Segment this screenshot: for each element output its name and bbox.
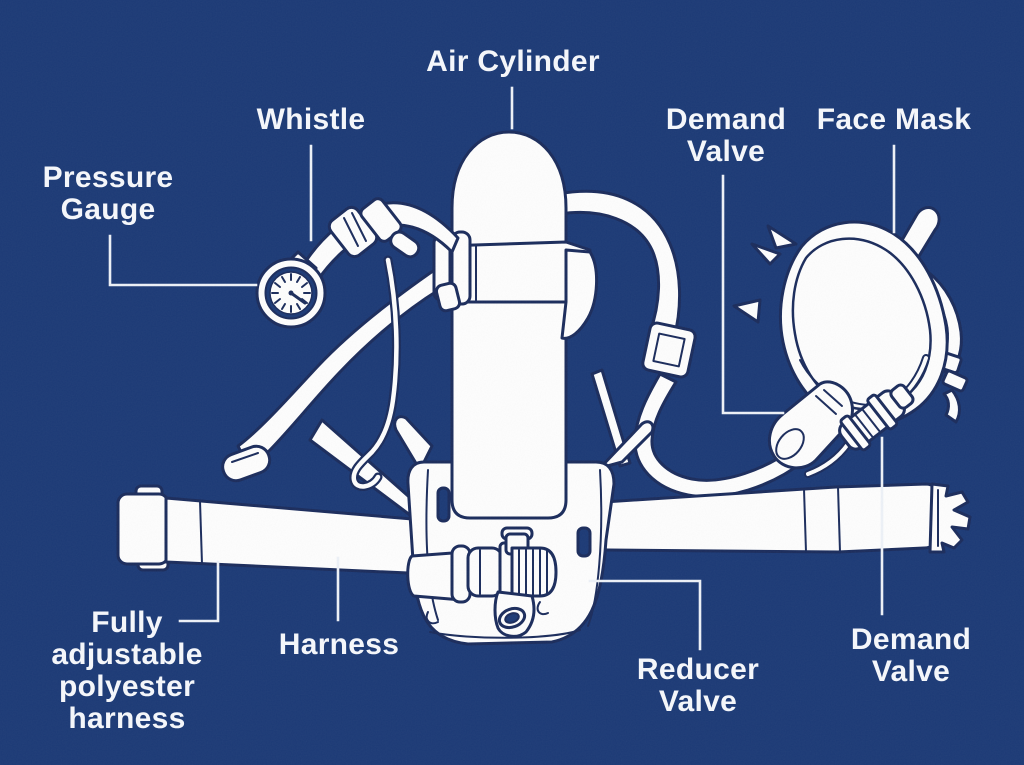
label-demand-valve-bottom: Demand Valve <box>850 623 972 688</box>
label-air-cylinder: Air Cylinder <box>426 45 600 78</box>
label-reducer-valve: Reducer Valve <box>636 653 760 718</box>
label-face-mask: Face Mask <box>816 103 972 136</box>
label-whistle: Whistle <box>256 103 366 136</box>
label-pressure-gauge: Pressure Gauge <box>42 161 174 226</box>
label-harness: Harness <box>278 628 400 661</box>
label-demand-valve-top: Demand Valve <box>665 103 787 168</box>
label-fully-adjustable-harness: Fully adjustable polyester harness <box>51 606 203 735</box>
